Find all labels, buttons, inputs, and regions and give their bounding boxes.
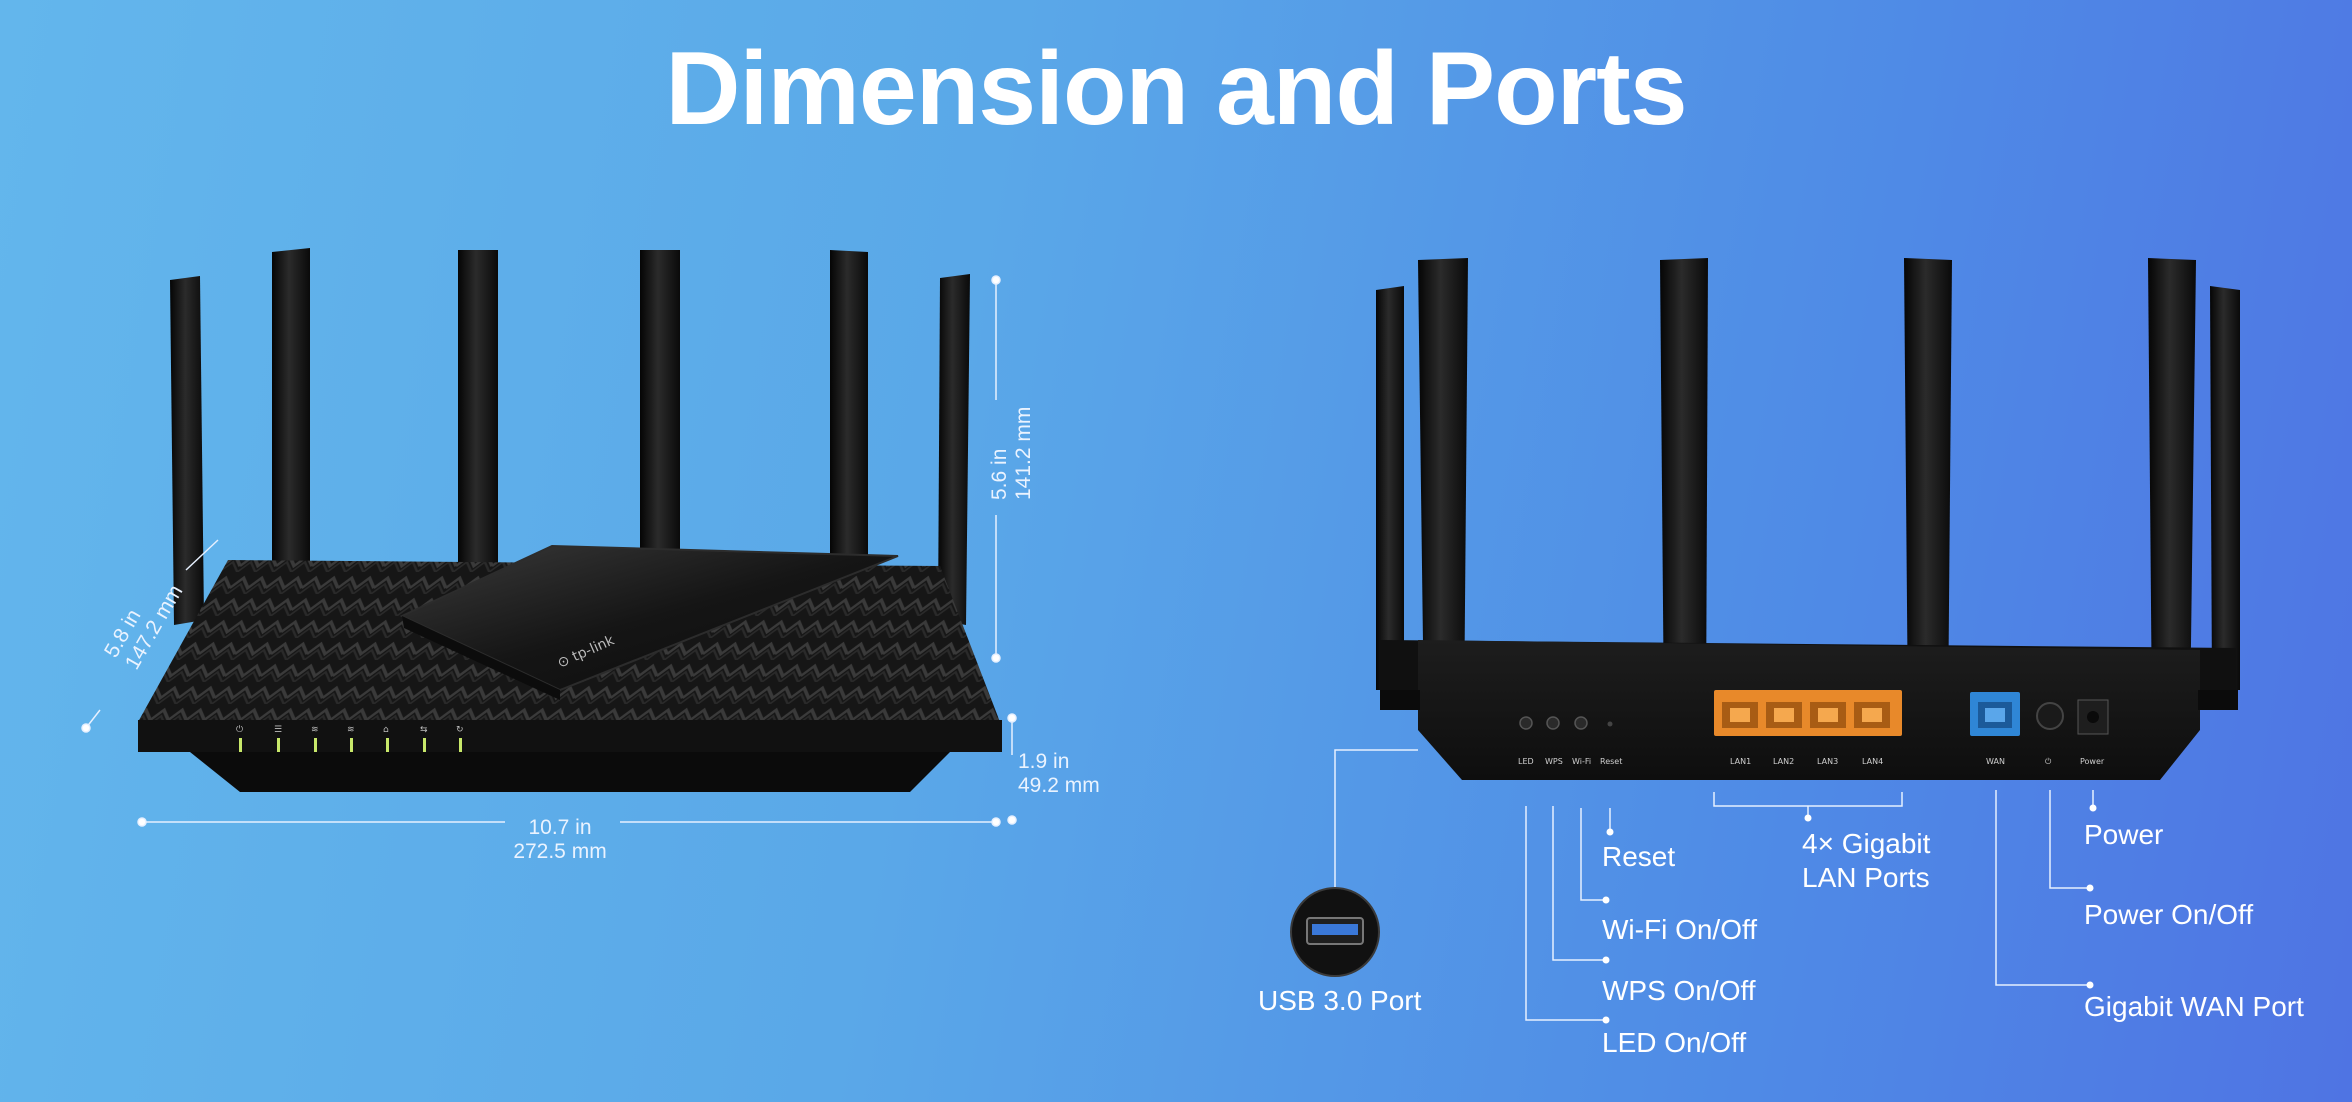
reset-callout: Reset xyxy=(1602,841,1676,872)
svg-text:Reset: Reset xyxy=(1600,757,1622,766)
power-toggle-callout: Power On/Off xyxy=(2084,899,2254,930)
svg-text:LAN3: LAN3 xyxy=(1817,757,1838,766)
svg-text:☰: ☰ xyxy=(274,725,282,735)
svg-text:≋: ≋ xyxy=(311,725,319,735)
wan-port xyxy=(1970,692,2020,736)
back-antennas xyxy=(1376,258,2240,720)
dimension-lines xyxy=(81,275,1017,827)
usb-port-callout: USB 3.0 Port xyxy=(1258,985,1422,1016)
svg-text:Wi-Fi: Wi-Fi xyxy=(1572,757,1591,766)
back-panel-labels: LED WPS Wi-Fi Reset LAN1 LAN2 LAN3 LAN4 … xyxy=(1518,757,2105,766)
usb-port-icon xyxy=(1290,887,1380,977)
svg-text:⇆: ⇆ xyxy=(420,725,428,735)
base-height-dimension-label: 1.9 in 49.2 mm xyxy=(1018,750,1100,797)
power-callout: Power xyxy=(2084,819,2164,850)
router-back: LED WPS Wi-Fi Reset LAN1 LAN2 LAN3 LAN4 … xyxy=(1376,258,2240,780)
svg-text:LAN2: LAN2 xyxy=(1773,757,1794,766)
front-antennas xyxy=(170,248,970,625)
svg-text:LED: LED xyxy=(1518,757,1534,766)
width-dimension-label: 10.7 in 272.5 mm xyxy=(513,816,607,863)
back-buttons xyxy=(1519,716,1613,730)
svg-text:LAN1: LAN1 xyxy=(1730,757,1751,766)
lan-ports xyxy=(1714,690,1902,736)
svg-text:≋: ≋ xyxy=(347,725,355,735)
callout-lines xyxy=(1334,749,2094,1021)
wps-toggle-callout: WPS On/Off xyxy=(1602,975,1756,1006)
svg-text:LAN4: LAN4 xyxy=(1862,757,1883,766)
svg-text:WPS: WPS xyxy=(1545,757,1563,766)
svg-text:⏻: ⏻ xyxy=(2045,757,2052,766)
svg-text:⏻: ⏻ xyxy=(236,724,243,735)
wan-port-callout: Gigabit WAN Port xyxy=(2084,991,2304,1022)
status-leds: ⏻ ☰ ≋ ≋ ⌂ ⇆ ↻ xyxy=(236,724,464,752)
svg-text:WAN: WAN xyxy=(1986,757,2005,766)
svg-text:⌂: ⌂ xyxy=(383,725,389,735)
led-toggle-callout: LED On/Off xyxy=(1602,1027,1747,1058)
svg-text:Power: Power xyxy=(2080,757,2105,766)
power-button xyxy=(2036,702,2064,730)
lan-ports-callout: 4× Gigabit LAN Ports xyxy=(1802,828,1931,893)
height-dimension-label: 5.6 in 141.2 mm xyxy=(988,406,1035,500)
wifi-toggle-callout: Wi-Fi On/Off xyxy=(1602,914,1758,945)
page-title: Dimension and Ports xyxy=(665,31,1687,147)
router-front: ⊙ tp-link ⏻☰≋ ≋⌂⇆↻ xyxy=(138,248,1002,792)
callout-dots xyxy=(1602,804,2097,1024)
svg-text:↻: ↻ xyxy=(456,725,464,735)
